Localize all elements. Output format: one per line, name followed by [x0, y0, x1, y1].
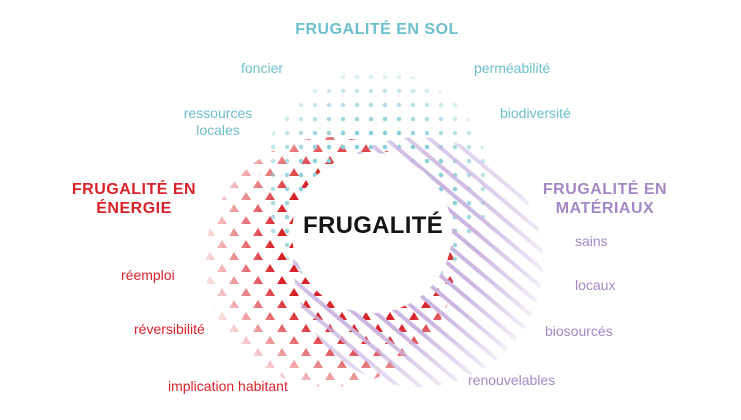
center-circle — [292, 153, 452, 313]
item-sains: sains — [575, 233, 608, 249]
item-biosources: biosourcés — [545, 323, 613, 339]
title-energie-line1: FRUGALITÉ EN — [71, 181, 197, 198]
item-renouvelables: renouvelables — [468, 372, 556, 388]
title-materiaux-line1: FRUGALITÉ EN — [542, 181, 668, 198]
item-foncier: foncier — [241, 60, 284, 76]
title-sol: FRUGALITÉ EN SOL — [295, 21, 459, 38]
item-ressources-locales-text: ressources locales — [183, 105, 253, 138]
item-reversibilite: réversibilité — [134, 321, 205, 337]
center-label: FRUGALITÉ — [302, 212, 444, 239]
item-locaux: locaux — [575, 277, 616, 293]
title-energie-line2: ÉNERGIE — [96, 200, 172, 218]
title-materiaux-line2: MATÉRIAUX — [555, 200, 655, 218]
item-permeabilite: perméabilité — [474, 60, 551, 76]
item-biodiversite: biodiversité — [500, 105, 571, 121]
title-materiaux: FRUGALITÉ EN MATÉRIAUX — [540, 180, 670, 218]
item-reemploi: réemploi — [121, 267, 175, 283]
item-implication-habitant: implication habitant — [168, 378, 288, 394]
item-ressources-locales: ressources locales — [172, 105, 264, 139]
title-energie: FRUGALITÉ EN ÉNERGIE — [64, 180, 204, 218]
